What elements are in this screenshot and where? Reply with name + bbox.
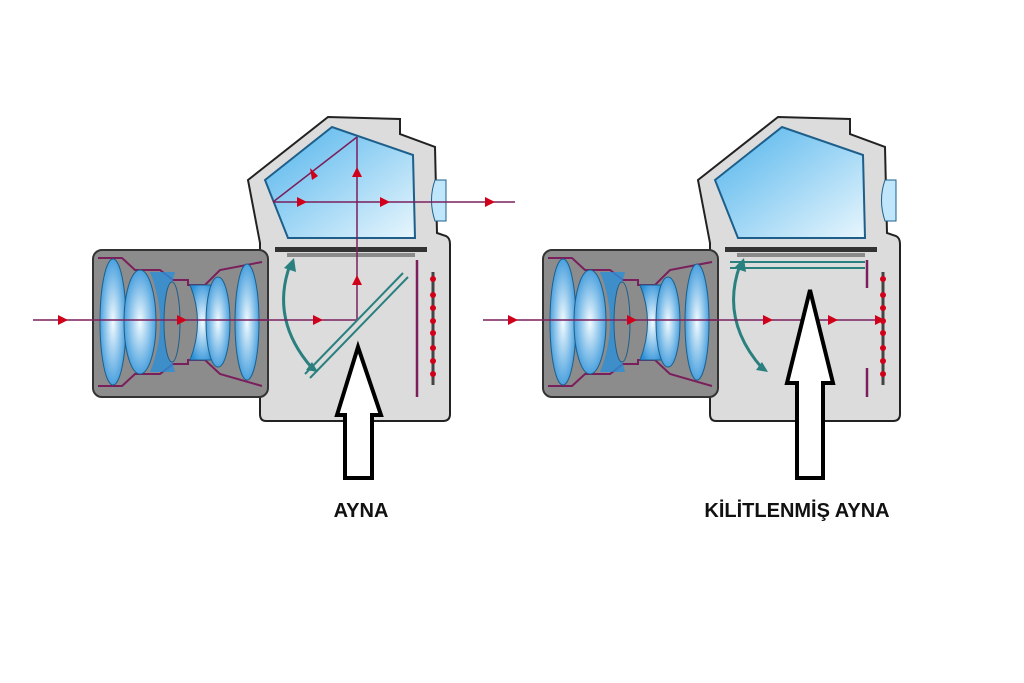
camera-mirror-down (31, 115, 515, 480)
label-locked-mirror: KİLİTLENMİŞ AYNA (704, 500, 890, 522)
reflex-mirror (304, 272, 409, 379)
up-arrow-icon (784, 289, 836, 480)
camera-mirror-locked (481, 115, 902, 480)
up-arrow-icon (334, 340, 384, 480)
reflex-mirror-locked (730, 261, 865, 269)
label-mirror: AYNA (333, 500, 389, 522)
